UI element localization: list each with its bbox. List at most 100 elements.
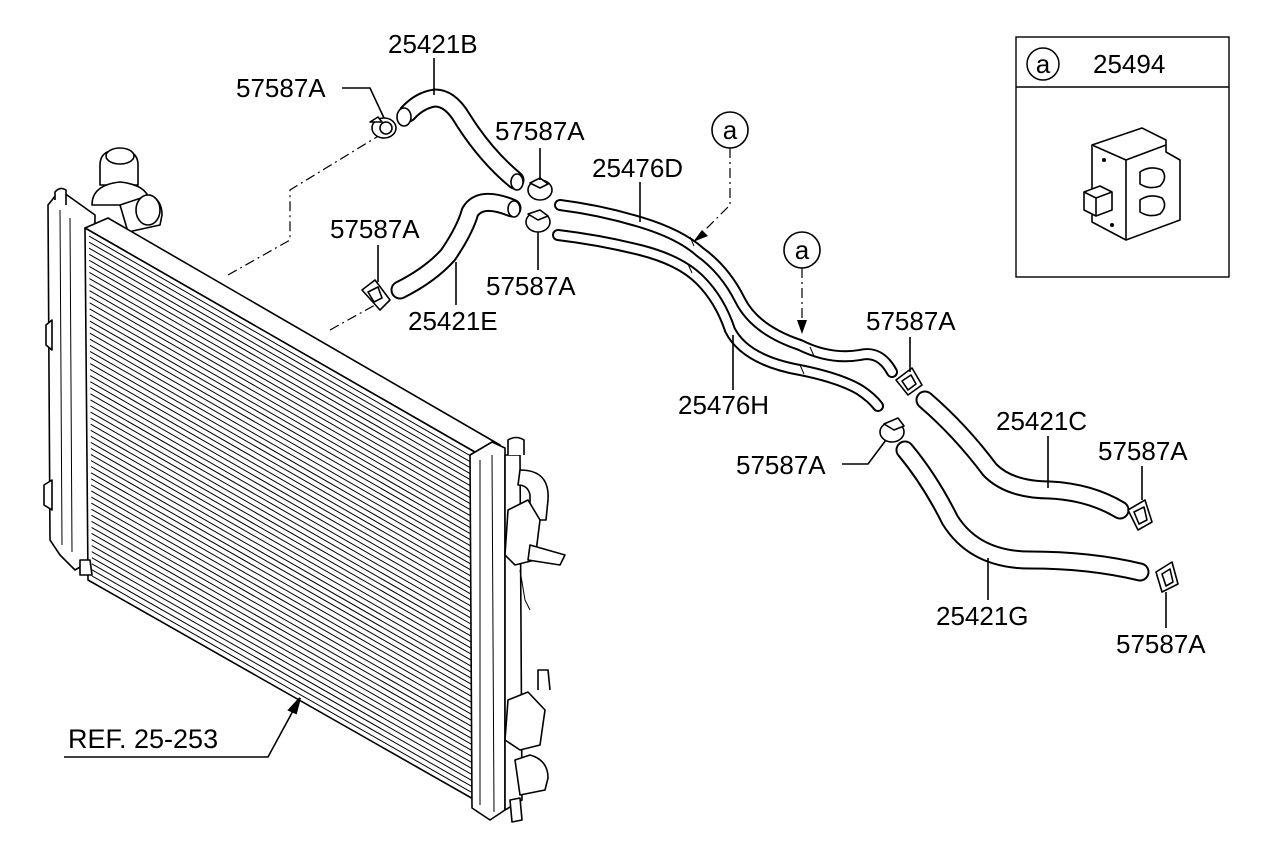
radiator-fin-line [90,435,474,656]
radiator-fin-line [90,478,473,698]
radiator-fin-line [90,448,474,668]
clamp-tube-lower-right [879,417,905,443]
tube-25476D [554,199,898,378]
radiator-fin-line [89,290,476,513]
ref-label: REF. 25-253 [68,724,218,754]
radiator-fin-line [89,375,475,597]
radiator-fin-line [91,563,472,781]
clamp-mid-lower [525,209,551,233]
label-57587A-right-g: 57587A [1116,629,1206,659]
radiator-fin-line [90,460,473,680]
radiator-fin-line [90,387,475,609]
radiator-core-fins [88,235,477,793]
radiator-fin-line [90,429,474,650]
radiator-fin-line [91,514,473,734]
tube-25476H [552,229,884,412]
label-57587A-right-c: 57587A [1098,436,1188,466]
radiator-fin-line [88,253,476,478]
radiator-fin-line [90,399,474,620]
label-57587A-mid-lower: 57587A [486,271,576,301]
hose-25421E [390,192,522,300]
label-57587A-left: 57587A [330,214,420,244]
radiator-fin-line [89,302,476,525]
radiator-fin-line [90,417,474,638]
inset-part-number: 25494 [1093,49,1165,79]
radiator-fin-line [91,539,472,757]
radiator-fin-line [89,363,475,585]
label-25421C: 25421C [996,406,1087,436]
clamp-lower-left [361,279,391,311]
callout-letter: a [723,115,738,145]
radiator-fin-line [90,454,474,674]
callout-a-upper: a [693,111,749,242]
clamp-hose-c-end [1127,499,1153,531]
radiator-fin-line [89,278,476,502]
radiator-fin-line [89,265,476,490]
label-25476H: 25476H [678,390,769,420]
radiator-fin-line [88,247,476,472]
radiator-fin-line [91,551,472,769]
clamp-mid-upper [527,177,553,201]
hose-25421G [895,440,1150,582]
radiator-fin-line [89,344,475,567]
radiator-fin-line [89,320,475,543]
callout-a-lower: a [783,231,821,334]
radiator-fin-line [90,472,473,692]
radiator-fin-line [89,272,476,496]
radiator-fin-line [90,423,474,644]
radiator-fin-line [88,235,477,460]
radiator-fin-line [90,490,473,710]
radiator-fin-line [91,520,473,739]
label-57587A-right-mid: 57587A [736,450,826,480]
radiator-fin-line [88,241,477,466]
radiator-fin-line [91,557,472,775]
hose-25421C [915,390,1130,520]
radiator-fin-line [91,508,473,728]
radiator-fin-line [90,381,475,603]
callout-letter: a [795,235,810,265]
clamp-hose-g-end [1155,561,1179,593]
radiator-fin-line [90,484,473,704]
radiator-fin-line [91,545,472,763]
leader-radiator-lower [329,304,376,331]
label-25421G: 25421G [936,601,1029,631]
radiator-fin-line [91,502,473,722]
radiator-fin-line [91,569,472,787]
radiator-fin-line [89,369,475,591]
radiator-fin-line [89,296,476,519]
radiator-fin-line [91,533,472,751]
inset-bracket-box: a 25494 [1015,36,1230,278]
radiator-fin-line [91,496,473,716]
radiator-fin-line [89,332,475,555]
label-57587A-mid: 57587A [495,116,585,146]
radiator-fin-line [90,466,473,686]
leader-radiator-upper [227,134,381,276]
radiator-fin-line [89,350,475,573]
label-25421E: 25421E [408,306,498,336]
bracket-25494-drawing [1083,127,1181,241]
radiator-fin-line [91,575,472,793]
radiator-fin-line [90,441,474,662]
ref-callout: REF. 25-253 [64,697,301,758]
radiator-fin-line [89,338,475,561]
label-25421B: 25421B [388,29,478,59]
inset-callout-letter: a [1036,49,1051,79]
clamp-tube-upper-right [895,367,923,396]
radiator-fin-line [89,357,475,579]
label-25476D: 25476D [592,153,683,183]
radiator-fin-line [90,393,474,615]
clamp-upper-left [369,116,397,139]
radiator-fin-line [89,308,476,531]
label-57587A-top: 57587A [236,73,326,103]
radiator-fin-line [89,259,476,484]
label-57587A-right-top: 57587A [866,306,956,336]
hose-25421B [396,88,525,191]
radiator-fin-line [89,284,476,507]
radiator-fin-line [90,405,474,626]
radiator-fin-line [91,526,473,745]
radiator-fin-line [89,326,475,549]
radiator-fin-line [90,411,474,632]
radiator-fin-line [89,314,476,537]
radiator [43,147,566,823]
